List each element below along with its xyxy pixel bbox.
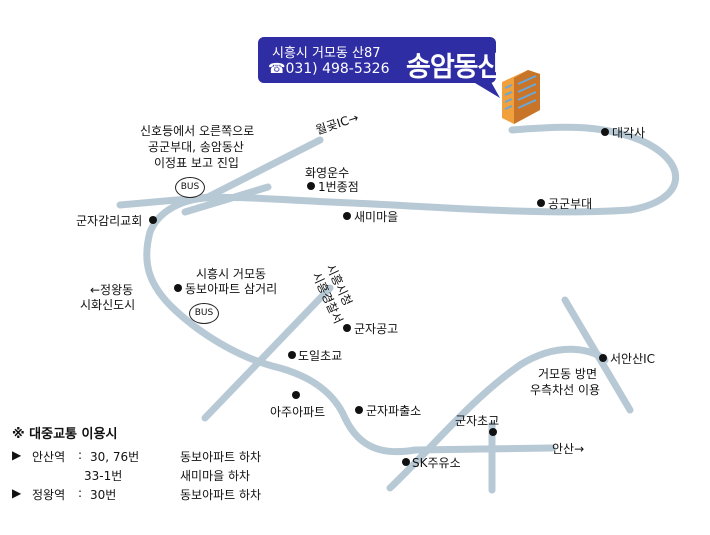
label-hwayoung: 화영운수 — [305, 166, 350, 180]
bus-stop-icon: BUS — [175, 177, 205, 198]
building-icon — [502, 70, 540, 124]
callout-tail — [470, 80, 500, 98]
road-short-diag — [181, 183, 272, 216]
marker-1bus — [307, 182, 315, 190]
marker-gunja-school — [343, 324, 351, 332]
row-marker: ▶ — [12, 448, 22, 462]
label-police: 군자파출소 — [366, 404, 422, 418]
entry-note-2: 공군부대, 송암동산 — [148, 140, 244, 154]
label-saemi: 새미마을 — [354, 210, 399, 224]
label-gonggun: 공군부대 — [548, 197, 593, 211]
marker-saemi — [343, 212, 351, 220]
company-name: 송암동산 — [406, 52, 502, 83]
row-sep: : — [78, 486, 83, 500]
road-left-spur — [116, 193, 214, 209]
marker-gunja-elem — [489, 428, 497, 436]
marker-dongbo — [174, 284, 182, 292]
label-1bus: 1번종점 — [318, 180, 359, 194]
label-dongbo-2: 동보아파트 삼거리 — [185, 282, 278, 296]
marker-sk — [402, 458, 410, 466]
label-aju: 아주아파트 — [270, 405, 326, 419]
row-routes: 30, 76번 — [90, 450, 140, 464]
row-routes: 33-1번 — [84, 469, 123, 483]
road-diag-long — [201, 284, 334, 422]
label-dagaksa: 대각사 — [612, 126, 646, 140]
marker-aju — [292, 391, 300, 399]
label-gunja-church: 군자감리교회 — [76, 214, 143, 228]
label-doil: 도일초교 — [298, 349, 343, 363]
row-sep: : — [78, 448, 83, 462]
geomo-note-1: 거모동 방면 — [538, 367, 598, 381]
label-sihwa: 시화신도시 — [80, 298, 136, 312]
row-station: 안산역 — [32, 450, 66, 464]
row-stop: 동보아파트 하차 — [180, 488, 262, 502]
bus-stop-icon: BUS — [189, 303, 219, 324]
label-seoan: 서안산IC — [610, 352, 656, 366]
label-gunja-school: 군자공고 — [354, 322, 399, 336]
row-routes: 30번 — [90, 488, 117, 502]
address-text: 시흥시 거모동 산87 — [272, 46, 381, 61]
geomo-note-2: 우측차선 이용 — [530, 383, 601, 397]
label-jeongwang: ←정왕동 — [90, 283, 134, 297]
phone-text: ☎031) 498-5326 — [268, 61, 390, 77]
entry-note-1: 신호등에서 오른쪽으로 — [140, 124, 255, 138]
marker-gonggun — [537, 199, 545, 207]
row-stop: 동보아파트 하차 — [180, 450, 262, 464]
transit-title: ※ 대중교통 이용시 — [12, 427, 118, 442]
road-wolgot — [204, 136, 324, 201]
marker-doil — [288, 351, 296, 359]
label-dongbo-1: 시흥시 거모동 — [196, 267, 267, 281]
label-sk: SK주유소 — [412, 456, 461, 470]
entry-note-3: 이정표 보고 진입 — [154, 156, 239, 170]
marker-police — [355, 406, 363, 414]
label-ansan: 안산→ — [552, 442, 585, 456]
row-stop: 새미마을 하차 — [180, 469, 251, 483]
row-marker: ▶ — [12, 486, 22, 500]
label-gunja-elem: 군자초교 — [455, 414, 500, 428]
road-bottom-right — [386, 345, 609, 492]
marker-dagaksa — [601, 128, 609, 136]
row-station: 정왕역 — [32, 488, 66, 502]
marker-gunja-church — [149, 216, 157, 224]
marker-seoan — [599, 354, 607, 362]
company-callout: 시흥시 거모동 산87 ☎031) 498-5326 송암동산 — [258, 37, 502, 83]
